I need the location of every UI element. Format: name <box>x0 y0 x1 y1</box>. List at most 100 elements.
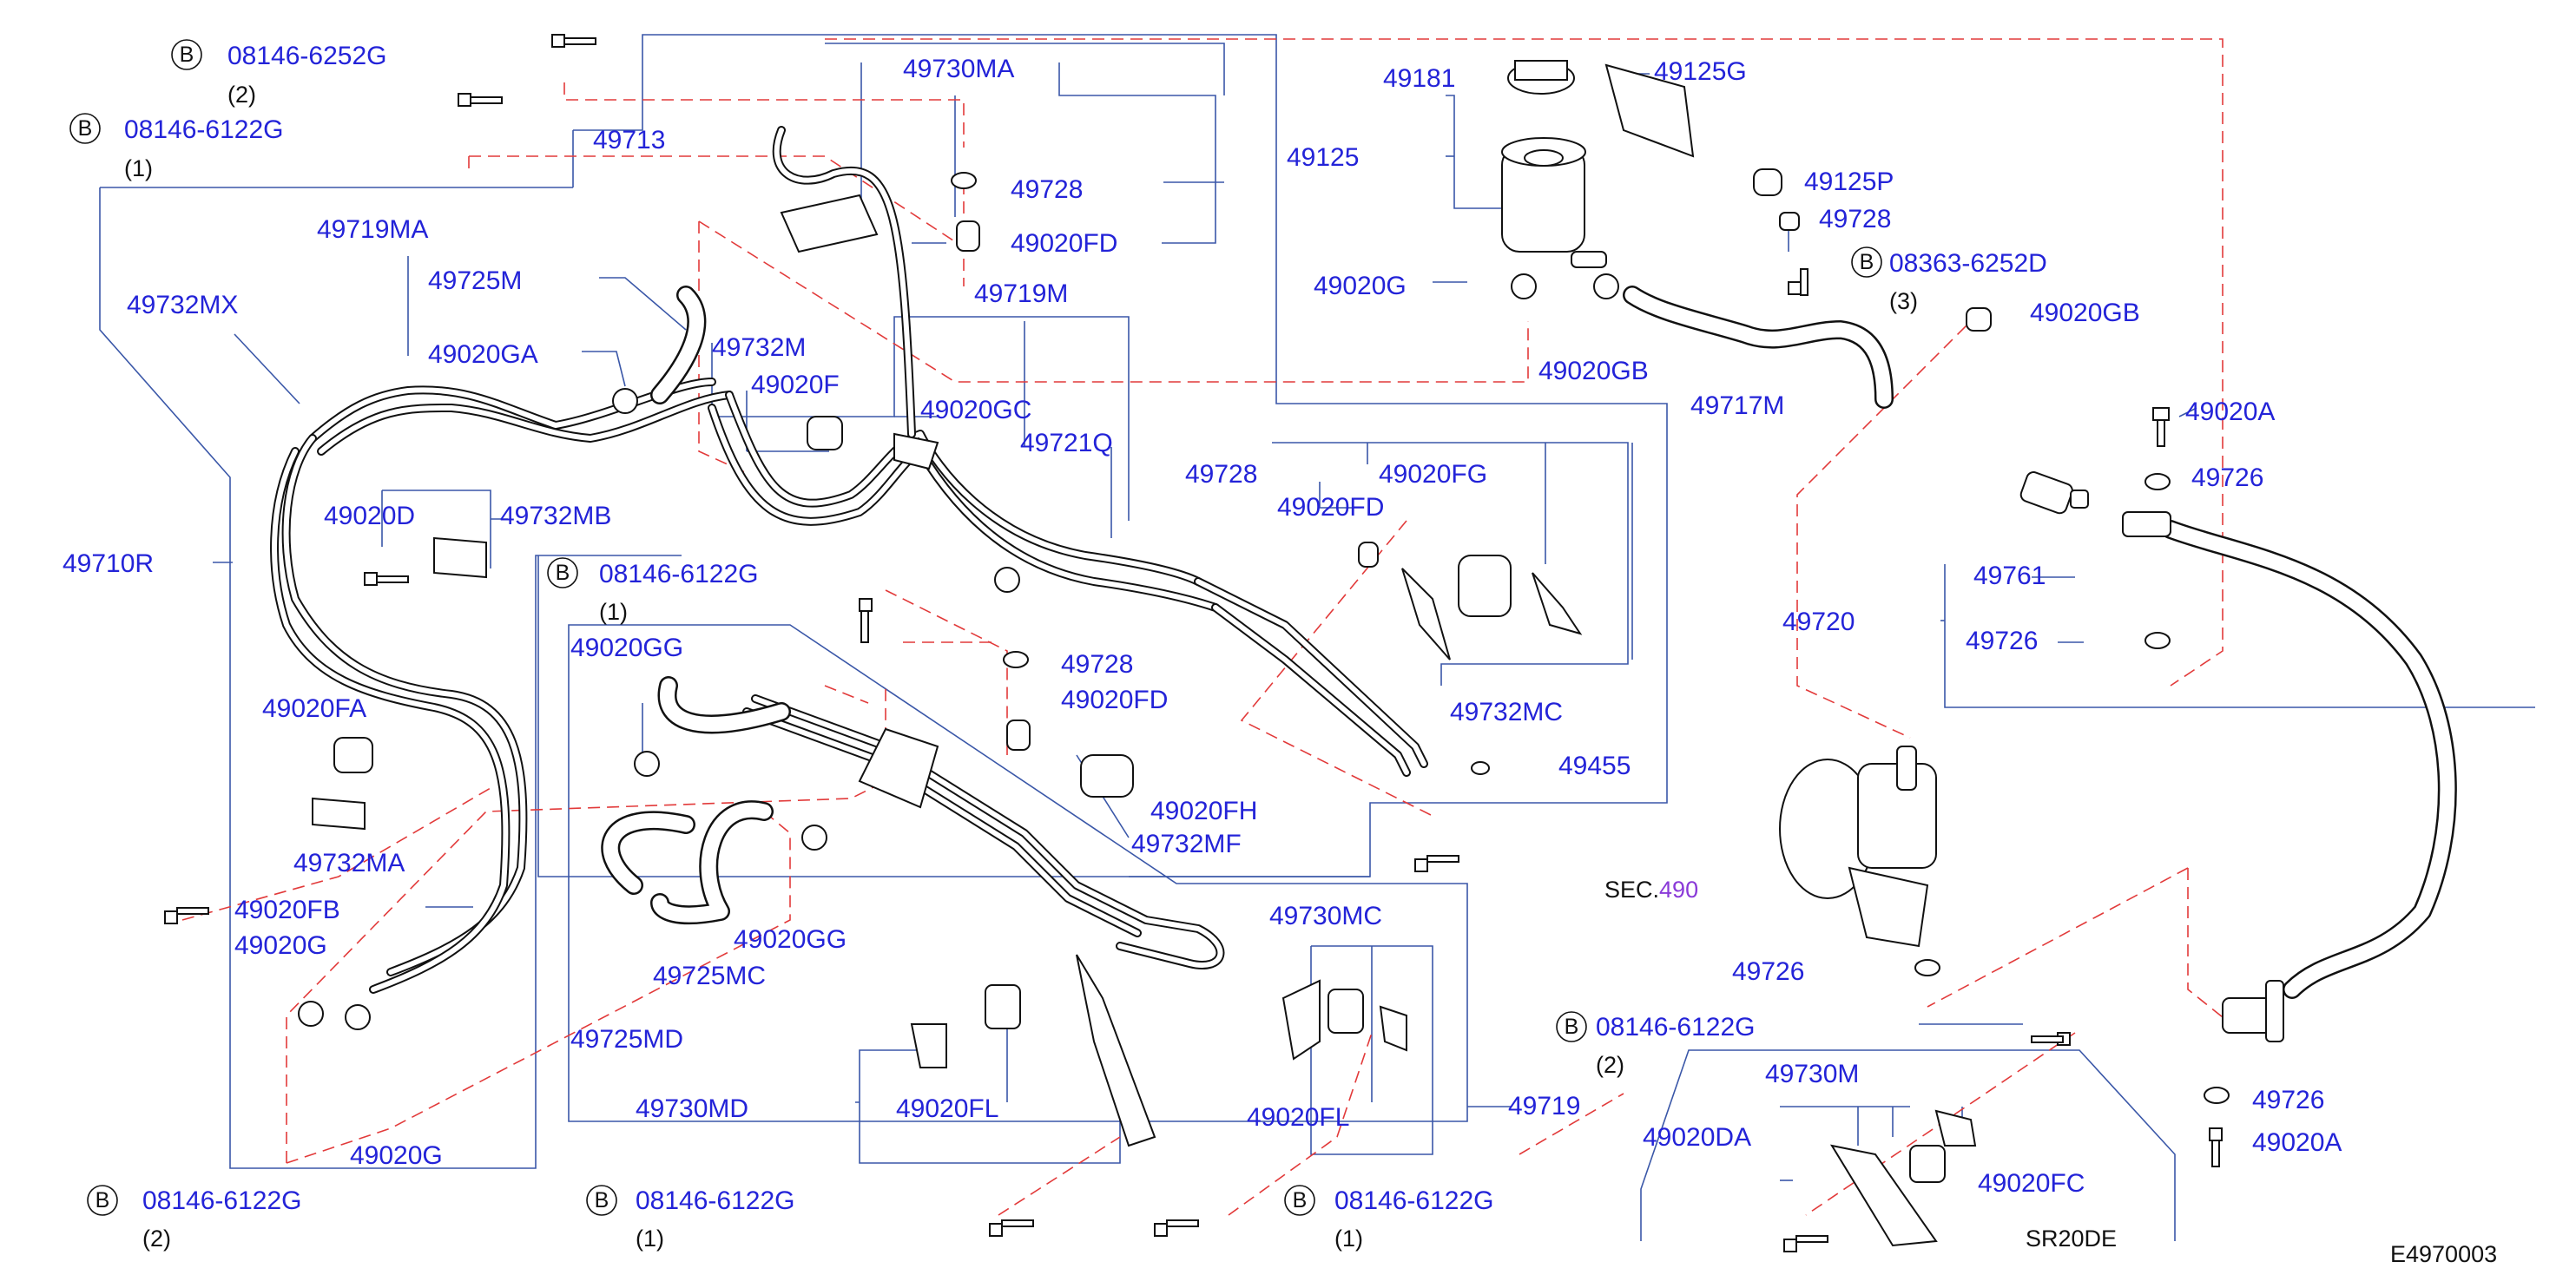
part-label: 49710R <box>63 549 154 578</box>
svg-text:B: B <box>180 43 194 67</box>
part-label: 49730MA <box>903 55 1014 83</box>
part-label: 49732MC <box>1450 698 1563 726</box>
part-label: 49732M <box>712 333 806 362</box>
part-label: 49020GB <box>2030 299 2140 327</box>
part-label: 49020FL <box>896 1094 998 1123</box>
part-label: 49020DA <box>1643 1123 1751 1152</box>
part-label: 49730M <box>1765 1060 1859 1088</box>
part-label: 49181 <box>1383 64 1455 93</box>
part-label: 49732MA <box>293 849 405 877</box>
variant-note: SR20DE <box>2026 1226 2117 1252</box>
part-label: 08146-6252G <box>227 42 387 70</box>
cap-icon <box>1003 651 1029 668</box>
grommet-icon <box>1753 168 1782 196</box>
bolt-icon <box>859 598 873 643</box>
part-label: 08146-6122G <box>1596 1013 1756 1042</box>
grommet-icon <box>1966 307 1992 332</box>
bolt-mark-b: B <box>1851 246 1882 278</box>
part-label: 49719MA <box>317 215 428 244</box>
washer-icon <box>1914 959 1940 976</box>
bolt-mark-b: B <box>547 557 578 588</box>
pipe-assembly-middle <box>601 676 1225 969</box>
part-label: 49020FD <box>1277 493 1384 522</box>
clamp-icon <box>801 825 827 851</box>
part-label: 49125P <box>1804 168 1894 196</box>
part-label: 49728 <box>1819 205 1891 233</box>
grommet-icon <box>1006 720 1031 751</box>
part-label: 49020FH <box>1150 797 1257 825</box>
part-label: 49020FC <box>1978 1169 2085 1198</box>
part-label: 49725MC <box>653 962 766 990</box>
bracket-icon <box>780 194 879 253</box>
part-label: 49020G <box>234 931 327 960</box>
part-label: 49020G <box>1314 272 1407 300</box>
part-label: 49020FD <box>1011 229 1117 258</box>
reservoir-icon <box>1501 137 1607 268</box>
bracket-icon <box>312 797 366 831</box>
reservoir-cap-icon <box>1507 60 1575 95</box>
rubber-block-icon <box>1328 989 1364 1034</box>
part-label: 49020GA <box>428 340 538 369</box>
part-label: 49719M <box>974 279 1068 308</box>
quantity: (1) <box>124 155 153 181</box>
grommet-icon <box>1779 212 1800 231</box>
part-label: 49721Q <box>1020 429 1113 457</box>
rubber-block-icon <box>333 737 373 773</box>
part-label: 49728 <box>1061 650 1133 679</box>
part-label: 49020FD <box>1061 686 1168 714</box>
bracket-icon <box>1379 1005 1407 1052</box>
part-label: 49725MD <box>570 1025 683 1054</box>
part-label: 49125 <box>1287 143 1359 172</box>
part-label: 49719 <box>1508 1092 1580 1120</box>
part-label: 08146-6122G <box>636 1186 795 1215</box>
svg-text:B: B <box>1293 1188 1308 1212</box>
bracket-icon <box>858 727 939 809</box>
bolt-mark-b: B <box>69 113 101 144</box>
part-label: 49728 <box>1185 460 1257 489</box>
cap-icon <box>951 172 977 189</box>
part-label: 49725M <box>428 266 522 295</box>
bracket-icon <box>1401 568 1451 660</box>
part-label: 49717M <box>1690 391 1784 420</box>
section-ref-link: 490 <box>1659 877 1698 903</box>
rubber-block-icon <box>1080 754 1134 798</box>
clamp-icon <box>298 1001 324 1027</box>
clamp-icon <box>634 751 660 777</box>
clamp-icon <box>1593 273 1619 299</box>
svg-text:B: B <box>1860 250 1874 274</box>
bolt-icon <box>551 34 596 48</box>
part-label: 49020A <box>2252 1128 2342 1157</box>
reference-dashes <box>181 38 2232 1216</box>
bracket-icon <box>910 1023 947 1068</box>
bolt-markers: B B B B B B B B <box>69 39 1882 1216</box>
part-label: 49020FA <box>262 694 366 723</box>
washer-icon <box>1471 761 1490 775</box>
part-label: 08146-6122G <box>142 1186 302 1215</box>
part-label: 49732MB <box>500 502 611 530</box>
pressure-switch-icon <box>2019 471 2089 515</box>
part-label: 49020F <box>751 371 840 399</box>
part-label: 49020D <box>324 502 415 530</box>
part-label: 49020GG <box>570 634 683 662</box>
washer-icon <box>2144 473 2171 490</box>
bolt-icon <box>458 93 503 107</box>
part-label: 08146-6122G <box>599 560 759 588</box>
parts-small <box>164 34 2284 1252</box>
part-label: 49728 <box>1011 175 1083 204</box>
part-label: 49455 <box>1558 752 1631 780</box>
bracket-icon <box>1076 954 1156 1147</box>
washer-icon <box>2204 1087 2230 1104</box>
bracket-icon <box>1532 572 1583 635</box>
part-labels: 08146-6252G 08146-6122G 49730MA 49713 49… <box>63 42 2342 1215</box>
bolt-mark-b: B <box>586 1185 617 1216</box>
rubber-block-icon <box>985 984 1021 1029</box>
part-label: 08363-6252D <box>1889 249 2047 278</box>
bolt-icon <box>2209 1127 2223 1167</box>
part-label: 49726 <box>1966 627 2038 655</box>
quantity-labels: (2) (1) (1) (3) (2) (2) (1) (1) <box>124 82 1918 1252</box>
bolt-mark-b: B <box>1284 1185 1315 1216</box>
washer-icon <box>2144 632 2171 649</box>
part-label: 49020GG <box>734 925 847 954</box>
bolt-mark-b: B <box>171 39 202 70</box>
part-label: 49726 <box>2252 1086 2324 1114</box>
